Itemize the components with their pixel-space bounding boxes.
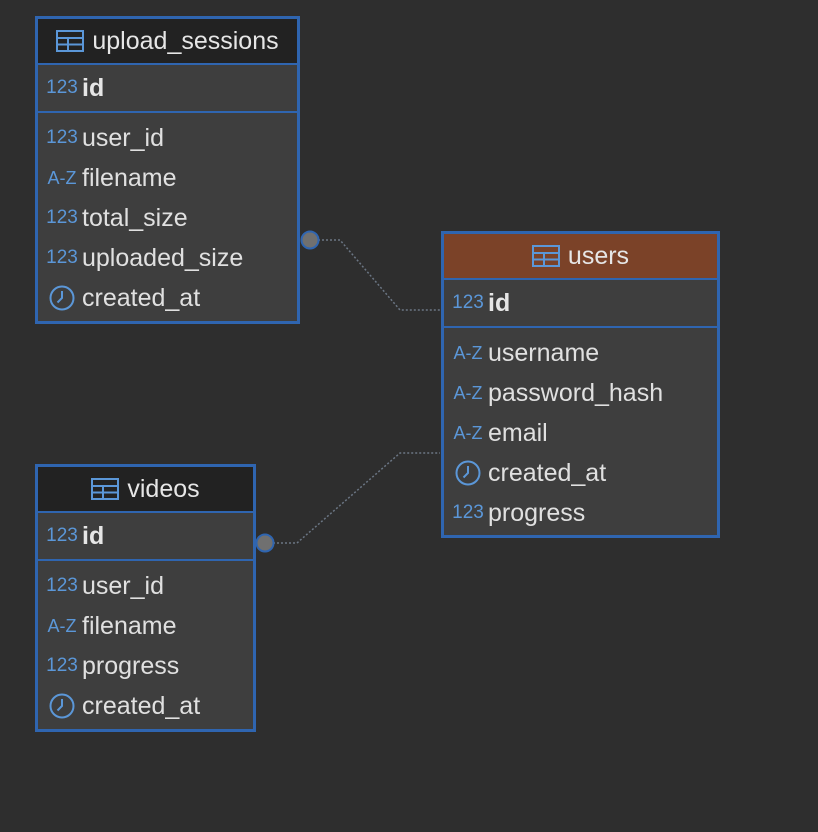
column-row[interactable]: created_at bbox=[38, 686, 253, 726]
table-header[interactable]: users bbox=[444, 234, 717, 280]
relationship-upload-sessions-users[interactable] bbox=[300, 230, 441, 311]
numeric-type-icon: 123 bbox=[46, 655, 78, 676]
column-row[interactable]: 123 user_id bbox=[38, 566, 253, 606]
column-name: id bbox=[82, 521, 105, 550]
numeric-type-icon: 123 bbox=[452, 292, 484, 313]
column-name: id bbox=[82, 73, 105, 102]
column-name: uploaded_size bbox=[82, 243, 244, 272]
primary-key-row[interactable]: 123 id bbox=[444, 280, 717, 328]
column-name: id bbox=[488, 288, 511, 317]
column-name: progress bbox=[488, 498, 586, 527]
text-type-icon: A-Z bbox=[47, 167, 77, 188]
table-videos[interactable]: videos 123 id 123 user_id A-Z filename 1… bbox=[35, 464, 256, 732]
table-title: videos bbox=[127, 474, 200, 503]
column-name: filename bbox=[82, 611, 177, 640]
text-type-icon: A-Z bbox=[47, 615, 77, 636]
table-title: users bbox=[567, 241, 630, 270]
column-row[interactable]: 123 progress bbox=[38, 646, 253, 686]
column-name: progress bbox=[82, 651, 180, 680]
numeric-type-icon: 123 bbox=[452, 502, 484, 523]
text-type-icon: A-Z bbox=[453, 342, 483, 363]
column-row[interactable]: 123 total_size bbox=[38, 198, 297, 238]
numeric-type-icon: 123 bbox=[46, 127, 78, 148]
table-grid-icon bbox=[531, 245, 560, 267]
column-name: user_id bbox=[82, 571, 164, 600]
clock-icon bbox=[44, 692, 80, 720]
column-row[interactable]: A-Z filename bbox=[38, 606, 253, 646]
table-title: upload_sessions bbox=[92, 26, 279, 55]
column-row[interactable]: 123 user_id bbox=[38, 118, 297, 158]
clock-icon bbox=[450, 459, 486, 487]
table-grid-icon bbox=[56, 30, 85, 52]
table-upload-sessions[interactable]: upload_sessions 123 id 123 user_id A-Z f… bbox=[35, 16, 300, 324]
table-header[interactable]: upload_sessions bbox=[38, 19, 297, 65]
column-row[interactable]: A-Z username bbox=[444, 333, 717, 373]
table-users[interactable]: users 123 id A-Z username A-Z password_h… bbox=[441, 231, 720, 538]
text-type-icon: A-Z bbox=[453, 382, 483, 403]
relationship-videos-users[interactable] bbox=[255, 452, 441, 553]
column-row[interactable]: A-Z password_hash bbox=[444, 373, 717, 413]
column-name: created_at bbox=[82, 283, 201, 312]
clock-icon bbox=[44, 284, 80, 312]
numeric-type-icon: 123 bbox=[46, 525, 78, 546]
column-name: username bbox=[488, 338, 600, 367]
column-name: email bbox=[488, 418, 548, 447]
column-row[interactable]: 123 progress bbox=[444, 493, 717, 533]
primary-key-row[interactable]: 123 id bbox=[38, 65, 297, 113]
numeric-type-icon: 123 bbox=[46, 207, 78, 228]
column-name: created_at bbox=[488, 458, 607, 487]
column-row[interactable]: A-Z filename bbox=[38, 158, 297, 198]
column-row[interactable]: created_at bbox=[444, 453, 717, 493]
table-header[interactable]: videos bbox=[38, 467, 253, 513]
numeric-type-icon: 123 bbox=[46, 77, 78, 98]
column-name: user_id bbox=[82, 123, 164, 152]
numeric-type-icon: 123 bbox=[46, 247, 78, 268]
primary-key-row[interactable]: 123 id bbox=[38, 513, 253, 561]
column-name: created_at bbox=[82, 691, 201, 720]
numeric-type-icon: 123 bbox=[46, 575, 78, 596]
table-grid-icon bbox=[91, 478, 120, 500]
column-row[interactable]: A-Z email bbox=[444, 413, 717, 453]
column-name: filename bbox=[82, 163, 177, 192]
column-name: total_size bbox=[82, 203, 188, 232]
text-type-icon: A-Z bbox=[453, 422, 483, 443]
column-row[interactable]: created_at bbox=[38, 278, 297, 318]
column-row[interactable]: 123 uploaded_size bbox=[38, 238, 297, 278]
column-name: password_hash bbox=[488, 378, 664, 407]
